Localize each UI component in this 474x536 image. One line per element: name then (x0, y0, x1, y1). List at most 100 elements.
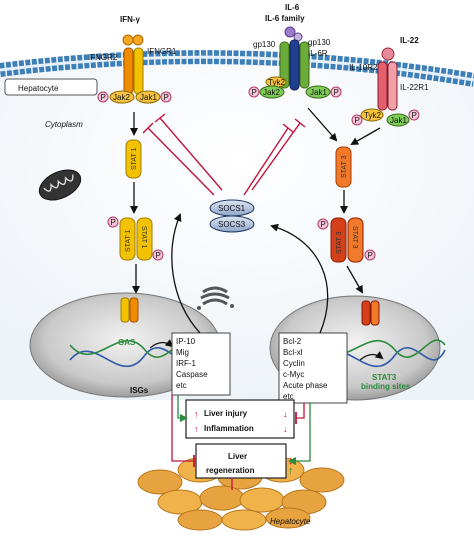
gene-item: Caspase (176, 370, 208, 379)
svg-text:P: P (156, 251, 161, 260)
stat1-dna-bound (120, 297, 130, 323)
feedback-arrow-right (270, 223, 329, 334)
gene-item: Bcl-2 (283, 337, 302, 346)
ifngr2-label: IFNGR2 (88, 53, 118, 62)
jak1-ifn (135, 90, 161, 104)
il10r2-label: IL-10R2 (349, 63, 378, 72)
phospho-icon (152, 249, 164, 261)
phospho-icon (330, 86, 342, 98)
stat1-dimer-b (136, 217, 153, 261)
golgi-icon (197, 286, 234, 310)
gene-item: Acute phase (283, 381, 328, 390)
socs3-protein (209, 215, 255, 233)
stat3-dimer-a (330, 217, 347, 263)
socs3-label: SOCS3 (218, 220, 246, 229)
phospho-icon (317, 218, 329, 230)
ifng-label: IFN-γ (120, 15, 141, 24)
svg-text:P: P (355, 116, 360, 125)
svg-text:STAT 1: STAT 1 (125, 229, 132, 252)
il22-ligand (381, 47, 395, 61)
phospho-icon (160, 91, 172, 103)
stat3-sites-label-2: binding sites (361, 382, 411, 391)
jak1-il22 (386, 113, 410, 127)
il6r-label: IL-6R (308, 49, 328, 58)
svg-text:Jak1: Jak1 (310, 88, 327, 97)
svg-text:Jak1: Jak1 (140, 93, 157, 102)
hepatocyte-label-box (4, 78, 98, 96)
svg-text:Jak1: Jak1 (390, 116, 407, 125)
down-arrow-icon: ↓ (283, 424, 288, 434)
svg-text:STAT 3: STAT 3 (336, 231, 343, 254)
gene-item: etc (283, 392, 294, 401)
gp130-right-label: gp130 (308, 38, 331, 47)
hepatocyte-label: Hepatocyte (18, 84, 59, 93)
injury-box (185, 399, 295, 439)
jak2-ifn (109, 90, 135, 104)
svg-text:STAT 3: STAT 3 (351, 226, 358, 249)
svg-text:Tyk2: Tyk2 (364, 111, 381, 120)
svg-text:P: P (321, 220, 326, 229)
tyk2-il22 (360, 108, 384, 122)
gene-item: Bcl-xl (283, 348, 303, 357)
svg-text:STAT 1: STAT 1 (140, 226, 147, 249)
regeneration-label-1: Liver (228, 452, 247, 461)
gp130-left (279, 41, 290, 89)
svg-text:P: P (368, 251, 373, 260)
regeneration-label-2: regeneration (206, 466, 255, 475)
svg-text:Jak2: Jak2 (113, 93, 130, 102)
svg-text:P: P (252, 88, 257, 97)
gene-item: IP-10 (176, 337, 196, 346)
svg-text:P: P (412, 111, 417, 120)
liver-injury-label: Liver injury (204, 409, 248, 418)
mitochondrion-icon (38, 169, 82, 201)
stat3-monomer (335, 146, 352, 188)
svg-text:P: P (164, 93, 169, 102)
phospho-icon (364, 249, 376, 261)
svg-text:STAT 1: STAT 1 (131, 147, 138, 170)
phospho-icon (107, 216, 119, 228)
gene-item: Mig (176, 348, 189, 357)
phospho-icon (97, 91, 109, 103)
stat3-dna-bound (361, 300, 371, 326)
feedback-arrow-left (171, 213, 201, 334)
stat1-monomer (125, 139, 142, 179)
ifngr1-label: IFNGR1 (147, 47, 177, 56)
isg-gene-list-box (171, 332, 231, 396)
svg-text:P: P (334, 88, 339, 97)
cytoplasm-label: Cytoplasm (45, 120, 83, 129)
il6-label: IL-6 (285, 3, 300, 12)
gas-label: GAS (118, 338, 136, 347)
hepatocyte-bottom-label: Hepatocyte (270, 517, 311, 526)
phospho-icon (408, 109, 420, 121)
svg-text:Jak2: Jak2 (263, 88, 280, 97)
gene-item: IRF-1 (176, 359, 197, 368)
il6-ligand (284, 26, 296, 38)
socs1-label: SOCS1 (218, 204, 246, 213)
socs-inhibition-lines (142, 113, 306, 196)
gene-item: Cyclin (283, 359, 305, 368)
il22r1-receptor (387, 61, 398, 111)
stat3-dimer-b (347, 217, 364, 263)
phospho-icon (351, 114, 363, 126)
ifng-ligand (122, 34, 134, 46)
phospho-icon (248, 86, 260, 98)
ifngr1-receptor (133, 47, 144, 95)
isgs-label: ISGs (130, 386, 149, 395)
inflammation-label: Inflammation (204, 424, 254, 433)
il6-family-label: IL-6 family (265, 14, 305, 23)
gp130-right (299, 41, 310, 89)
ifngr2-receptor (123, 47, 134, 95)
up-arrow-icon: ↑ (194, 424, 199, 434)
svg-text:P: P (111, 218, 116, 227)
il22r1-label: IL-22R1 (400, 83, 429, 92)
il6r-receptor (289, 39, 300, 91)
stat1-dimer-a (119, 217, 136, 261)
il10r2-receptor (377, 61, 388, 111)
gene-item: etc (176, 381, 187, 390)
up-arrow-icon: ↑ (288, 465, 294, 477)
svg-text:STAT 3: STAT 3 (341, 155, 348, 178)
jak1-il6 (305, 85, 331, 99)
